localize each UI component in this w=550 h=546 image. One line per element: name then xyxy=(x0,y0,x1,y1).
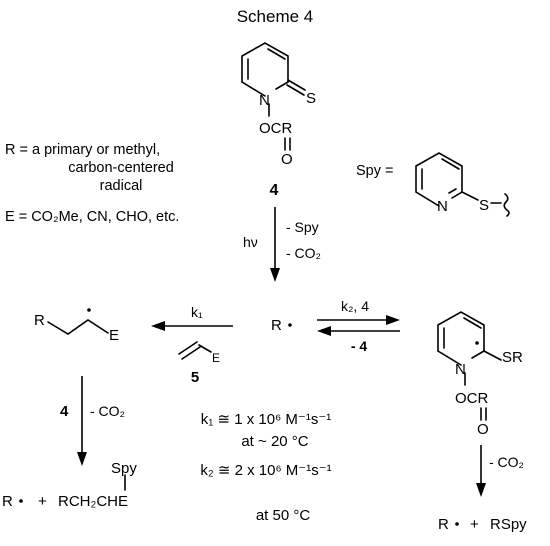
k1-rate: k₁ ≅ 1 x 10⁶ M⁻¹s⁻¹ xyxy=(201,411,332,428)
adduct-sr: SR xyxy=(502,349,523,366)
left-product-plus: + xyxy=(38,493,47,510)
alkyl-radical-r: R xyxy=(34,312,45,329)
scheme-title: Scheme 4 xyxy=(237,7,314,26)
compound-4-carbonyl-o: O xyxy=(281,151,293,168)
definitions: R = a primary or methyl, carbon-centered… xyxy=(5,142,393,225)
spy-sulfur: S xyxy=(479,197,489,214)
compound-4-nitrogen: N xyxy=(259,92,270,109)
left-product: R + RCH₂CHE Spy xyxy=(2,460,137,510)
rate-constants: k₁ ≅ 1 x 10⁶ M⁻¹s⁻¹ at ~ 20 °C k₂ ≅ 2 x … xyxy=(200,411,331,524)
left-decarboxylation-arrow: 4 - CO₂ xyxy=(60,376,125,466)
right-product-formula: RSpy xyxy=(490,516,527,533)
minus-co2-label: - CO₂ xyxy=(286,245,321,261)
e-definition: E = CO₂Me, CN, CHO, etc. xyxy=(5,209,179,225)
k2-temperature: at 50 °C xyxy=(256,507,311,524)
compound-4-sulfur: S xyxy=(306,90,316,107)
spy-label: Spy = xyxy=(356,163,393,179)
alkene-5: E 5 xyxy=(178,341,220,386)
radical-r: R xyxy=(271,317,292,334)
alkyl-radical-product: R E xyxy=(34,308,119,344)
hv-label: hν xyxy=(243,234,258,250)
equilibrium-arrows: k₂, 4 - 4 xyxy=(317,298,400,354)
adduct-nitrogen: N xyxy=(455,361,466,378)
left-reagent-4: 4 xyxy=(60,403,69,420)
adduct-structure: N SR OCR O xyxy=(437,311,523,438)
spy-nitrogen: N xyxy=(437,198,448,215)
left-minus-co2: - CO₂ xyxy=(90,403,125,419)
k2-forward-label: k₂, 4 xyxy=(341,298,369,314)
compound-4-structure: N S OCR O 4 xyxy=(241,42,316,199)
alkene-5-label: 5 xyxy=(191,369,199,386)
compound-4-label: 4 xyxy=(270,182,279,199)
minus-spy-label: - Spy xyxy=(286,219,319,235)
k1-arrow-label: k₁ xyxy=(191,304,203,320)
r-definition-line-3: radical xyxy=(100,178,143,194)
right-product: R + RSpy xyxy=(438,516,527,533)
r-definition-line-2: carbon-centered xyxy=(68,160,174,176)
alkyl-radical-e: E xyxy=(109,327,119,344)
compound-4-ocr: OCR xyxy=(259,120,293,137)
spy-structure: N S xyxy=(415,152,510,217)
alkene-5-e: E xyxy=(212,351,220,365)
left-product-r: R xyxy=(2,493,13,510)
right-product-r: R xyxy=(438,516,449,533)
adduct-carbonyl-o: O xyxy=(477,421,489,438)
k1-temperature: at ~ 20 °C xyxy=(241,433,308,450)
k2-rate: k₂ ≅ 2 x 10⁶ M⁻¹s⁻¹ xyxy=(200,462,331,479)
radical-r-label: R xyxy=(271,317,282,334)
adduct-ocr: OCR xyxy=(455,390,489,407)
photolysis-arrow: hν - Spy - CO₂ xyxy=(243,207,321,282)
k1-addition-arrow: k₁ xyxy=(151,304,233,331)
left-product-formula: RCH₂CHE xyxy=(58,493,128,510)
r-definition-line-1: R = a primary or methyl, xyxy=(5,142,160,158)
left-product-spy: Spy xyxy=(111,460,137,477)
right-decarboxylation-arrow: - CO₂ xyxy=(476,445,524,497)
right-product-plus: + xyxy=(470,516,479,533)
reverse-label: - 4 xyxy=(351,338,368,354)
right-minus-co2: - CO₂ xyxy=(489,454,524,470)
